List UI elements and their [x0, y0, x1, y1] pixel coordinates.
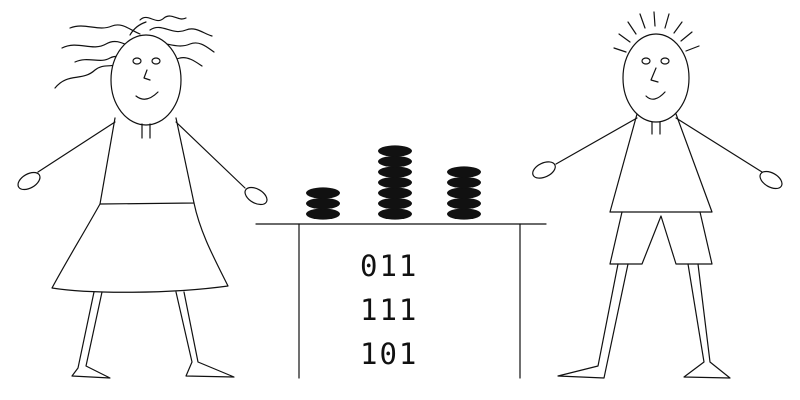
boy-left-eye: [641, 57, 651, 65]
coin: [447, 176, 481, 189]
girl-mouth: [135, 91, 159, 100]
girl-right-leg: [175, 291, 235, 378]
binary-row-1: 011: [360, 249, 418, 283]
boy-right-arm: [675, 117, 763, 173]
girl-skirt: [51, 202, 229, 293]
coin-stack-left: [306, 187, 340, 220]
girl-left-leg: [71, 291, 111, 379]
coin: [447, 166, 481, 178]
coin: [306, 187, 340, 199]
coin-stacks: [306, 145, 481, 220]
table: [255, 223, 547, 379]
coin: [447, 187, 481, 199]
girl-right-eye: [151, 57, 161, 65]
boy-right-eye: [660, 57, 670, 65]
girl-figure: [17, 15, 268, 379]
coin: [306, 197, 340, 210]
coin: [378, 176, 412, 189]
girl-left-arm: [37, 121, 116, 173]
boy-mouth: [645, 91, 666, 100]
girl-right-hand: [244, 186, 268, 206]
coin: [378, 155, 412, 168]
girl-left-eye: [132, 57, 142, 65]
boy-head: [622, 33, 690, 123]
boy-left-hand: [532, 161, 556, 179]
girl-dress-top: [99, 117, 195, 205]
boy-shorts: [609, 211, 713, 265]
coin: [378, 187, 412, 199]
boy-nose: [650, 67, 659, 83]
boy-right-leg: [683, 263, 731, 379]
coin: [306, 208, 340, 220]
boy-left-leg: [557, 263, 629, 379]
coin: [378, 145, 412, 157]
boy-figure: [532, 11, 783, 379]
boy-left-arm: [555, 117, 638, 165]
coin: [447, 197, 481, 210]
boy-right-hand: [759, 170, 783, 190]
coin: [447, 208, 481, 220]
girl-right-arm: [175, 121, 246, 189]
coin: [378, 197, 412, 210]
binary-row-3: 101: [360, 337, 418, 371]
binary-rows: 011 111 101: [360, 249, 418, 371]
coin-stack-middle: [378, 145, 412, 220]
girl-head: [110, 34, 182, 126]
boy-shirt: [609, 113, 713, 213]
coin: [378, 166, 412, 178]
boy-hair: [613, 11, 700, 53]
coin-stack-right: [447, 166, 481, 220]
girl-nose: [143, 69, 151, 81]
coin: [378, 208, 412, 220]
girl-left-hand: [17, 171, 41, 191]
binary-row-2: 111: [360, 293, 418, 327]
